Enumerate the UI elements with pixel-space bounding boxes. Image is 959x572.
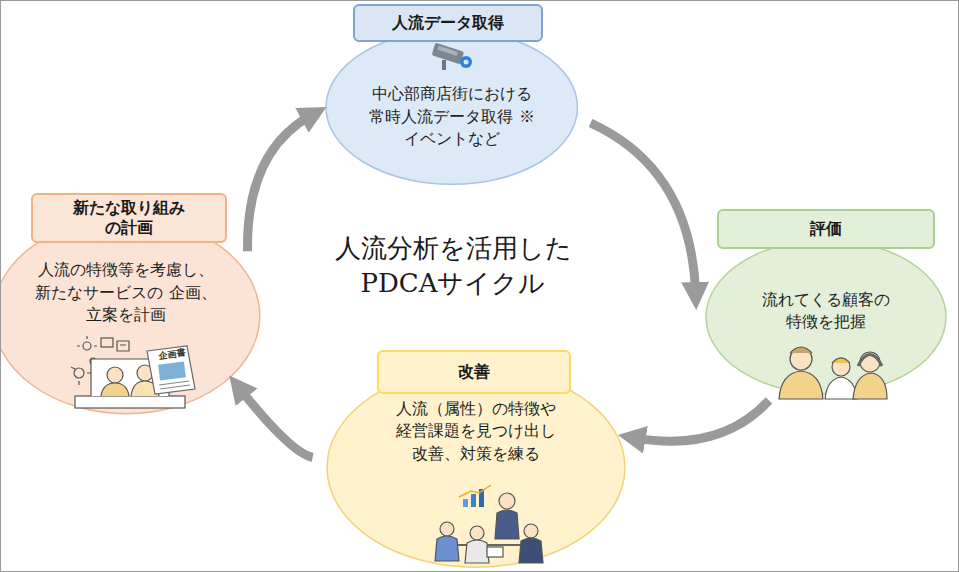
heading-text: 改善 [458,362,490,382]
ellipse-shape [327,368,625,567]
improve-stage: 改善人流（属性）の特徴や 経営課題を見つけ出し 改善、対策を練る [326,367,626,568]
stage-description: 中心部商店街における 常時人流データ取得 ※イベントなど [362,83,542,150]
cycle-arrow [591,123,696,293]
cycle-arrow [634,400,769,441]
heading-text: 人流データ取得 [392,13,504,33]
cycle-arrow [248,115,312,251]
ellipse-outline [326,367,626,568]
plan-stage: 新たな取り組み の計画人流の特徴等を考慮し、 新たなサービスの 企画、立案を計画 [0,217,260,415]
stage-heading: 人流データ取得 [353,4,543,42]
stage-description: 流れてくる顧客の 特徴を把握 [751,289,901,334]
acquire-stage: 人流データ取得中心部商店街における 常時人流データ取得 ※イベントなど [325,29,579,185]
ellipse-shape [0,218,259,414]
evaluate-stage: 評価流れてくる顧客の 特徴を把握 [705,239,947,395]
heading-text: 評価 [810,219,842,239]
stage-heading: 改善 [377,350,571,394]
stage-heading: 評価 [717,209,935,249]
cycle-arrow [240,389,313,458]
stage-description: 人流の特徴等を考慮し、 新たなサービスの 企画、立案を計画 [30,259,222,326]
diagram-title: 人流分析を活用した PDCAサイクル [323,231,583,301]
ellipse-shape [706,240,946,394]
heading-text: 新たな取り組み の計画 [61,198,197,238]
stage-heading: 新たな取り組み の計画 [31,193,227,243]
stage-description: 人流（属性）の特徴や 経営課題を見つけ出し 改善、対策を練る [385,398,567,465]
ellipse-shape [326,30,577,184]
